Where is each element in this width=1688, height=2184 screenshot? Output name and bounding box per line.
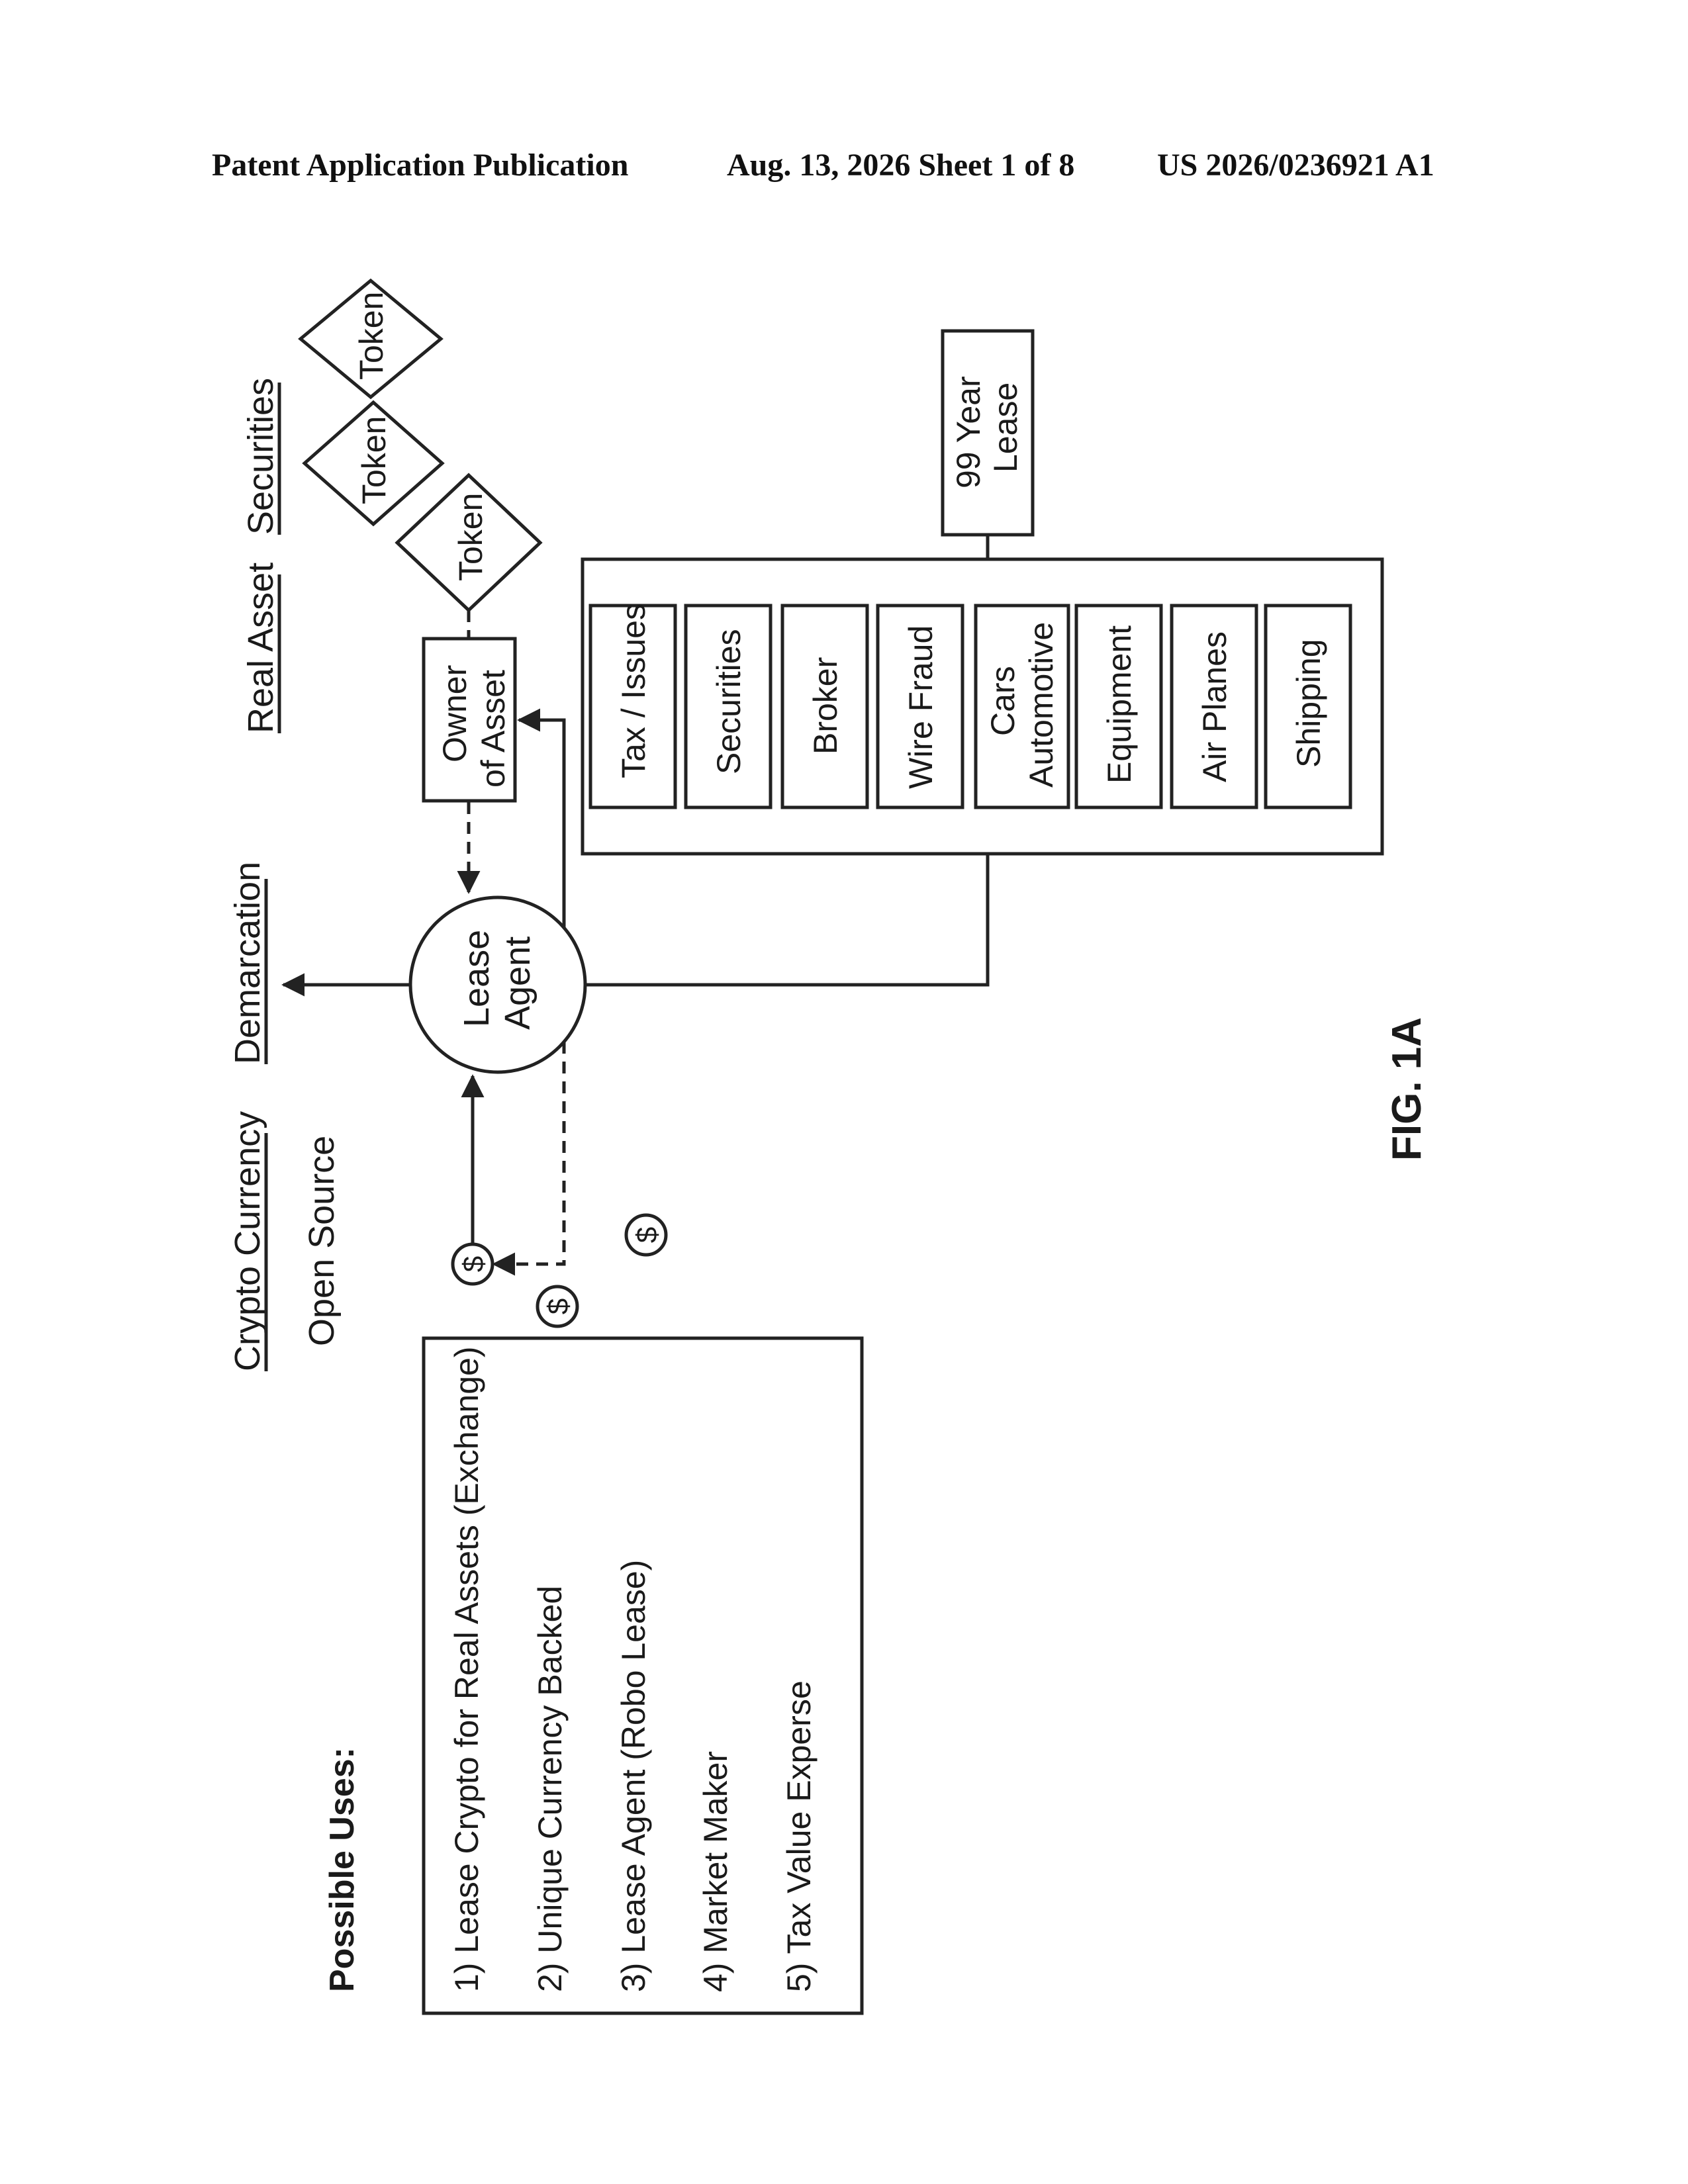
category-label-cars: Cars <box>984 666 1021 736</box>
label-crypto-currency: Crypto Currency <box>228 1111 267 1371</box>
lease-agent-line1: Lease <box>457 930 496 1027</box>
possible-use-item-2: 2) Unique Currency Backed <box>532 1586 569 1992</box>
category-label-equipment: Equipment <box>1101 625 1138 784</box>
possible-use-item-1: 1) Lease Crypto for Real Assets (Exchang… <box>448 1347 485 1992</box>
possible-uses-title: Possible Uses: <box>323 1747 361 1992</box>
category-label-wire-fraud: Wire Fraud <box>902 625 939 789</box>
category-label-automotive: Automotive <box>1023 622 1060 788</box>
owner-label-line2: of Asset <box>475 670 512 788</box>
possible-use-item-5: 5) Tax Value Experse <box>780 1680 818 1992</box>
label-real-asset: Real Asset <box>241 563 281 733</box>
dashed-agent-to-dollar <box>494 1042 564 1264</box>
dollar-sign-2: $ <box>631 1227 663 1243</box>
connector-agent-categories <box>585 854 988 985</box>
category-label-securities: Securities <box>710 629 747 774</box>
label-open-source: Open Source <box>302 1136 342 1346</box>
category-label-shipping: Shipping <box>1290 639 1327 768</box>
lease-99-line2: Lease <box>987 383 1024 473</box>
category-label-air-planes: Air Planes <box>1196 631 1233 782</box>
token-label-1: Token <box>452 493 489 581</box>
arrow-agent-to-owner <box>519 720 564 928</box>
category-label-broker: Broker <box>807 657 844 754</box>
token-label-3: Token <box>353 292 390 380</box>
category-label-tax: Tax / Issues <box>615 604 652 778</box>
owner-label-line1: Owner <box>436 665 473 762</box>
figure-label: FIG. 1A <box>1384 1017 1430 1161</box>
lease-agent-line2: Agent <box>498 936 538 1030</box>
label-demarcation: Demarcation <box>228 862 267 1064</box>
dollar-sign-1: $ <box>457 1256 490 1272</box>
lease-99-line1: 99 Year <box>950 376 987 488</box>
possible-use-item-3: 3) Lease Agent (Robo Lease) <box>615 1560 652 1992</box>
label-securities-top: Securities <box>241 378 281 535</box>
dollar-sign-3: $ <box>542 1298 575 1314</box>
token-label-2: Token <box>355 416 393 504</box>
possible-use-item-4: 4) Market Maker <box>697 1751 734 1992</box>
